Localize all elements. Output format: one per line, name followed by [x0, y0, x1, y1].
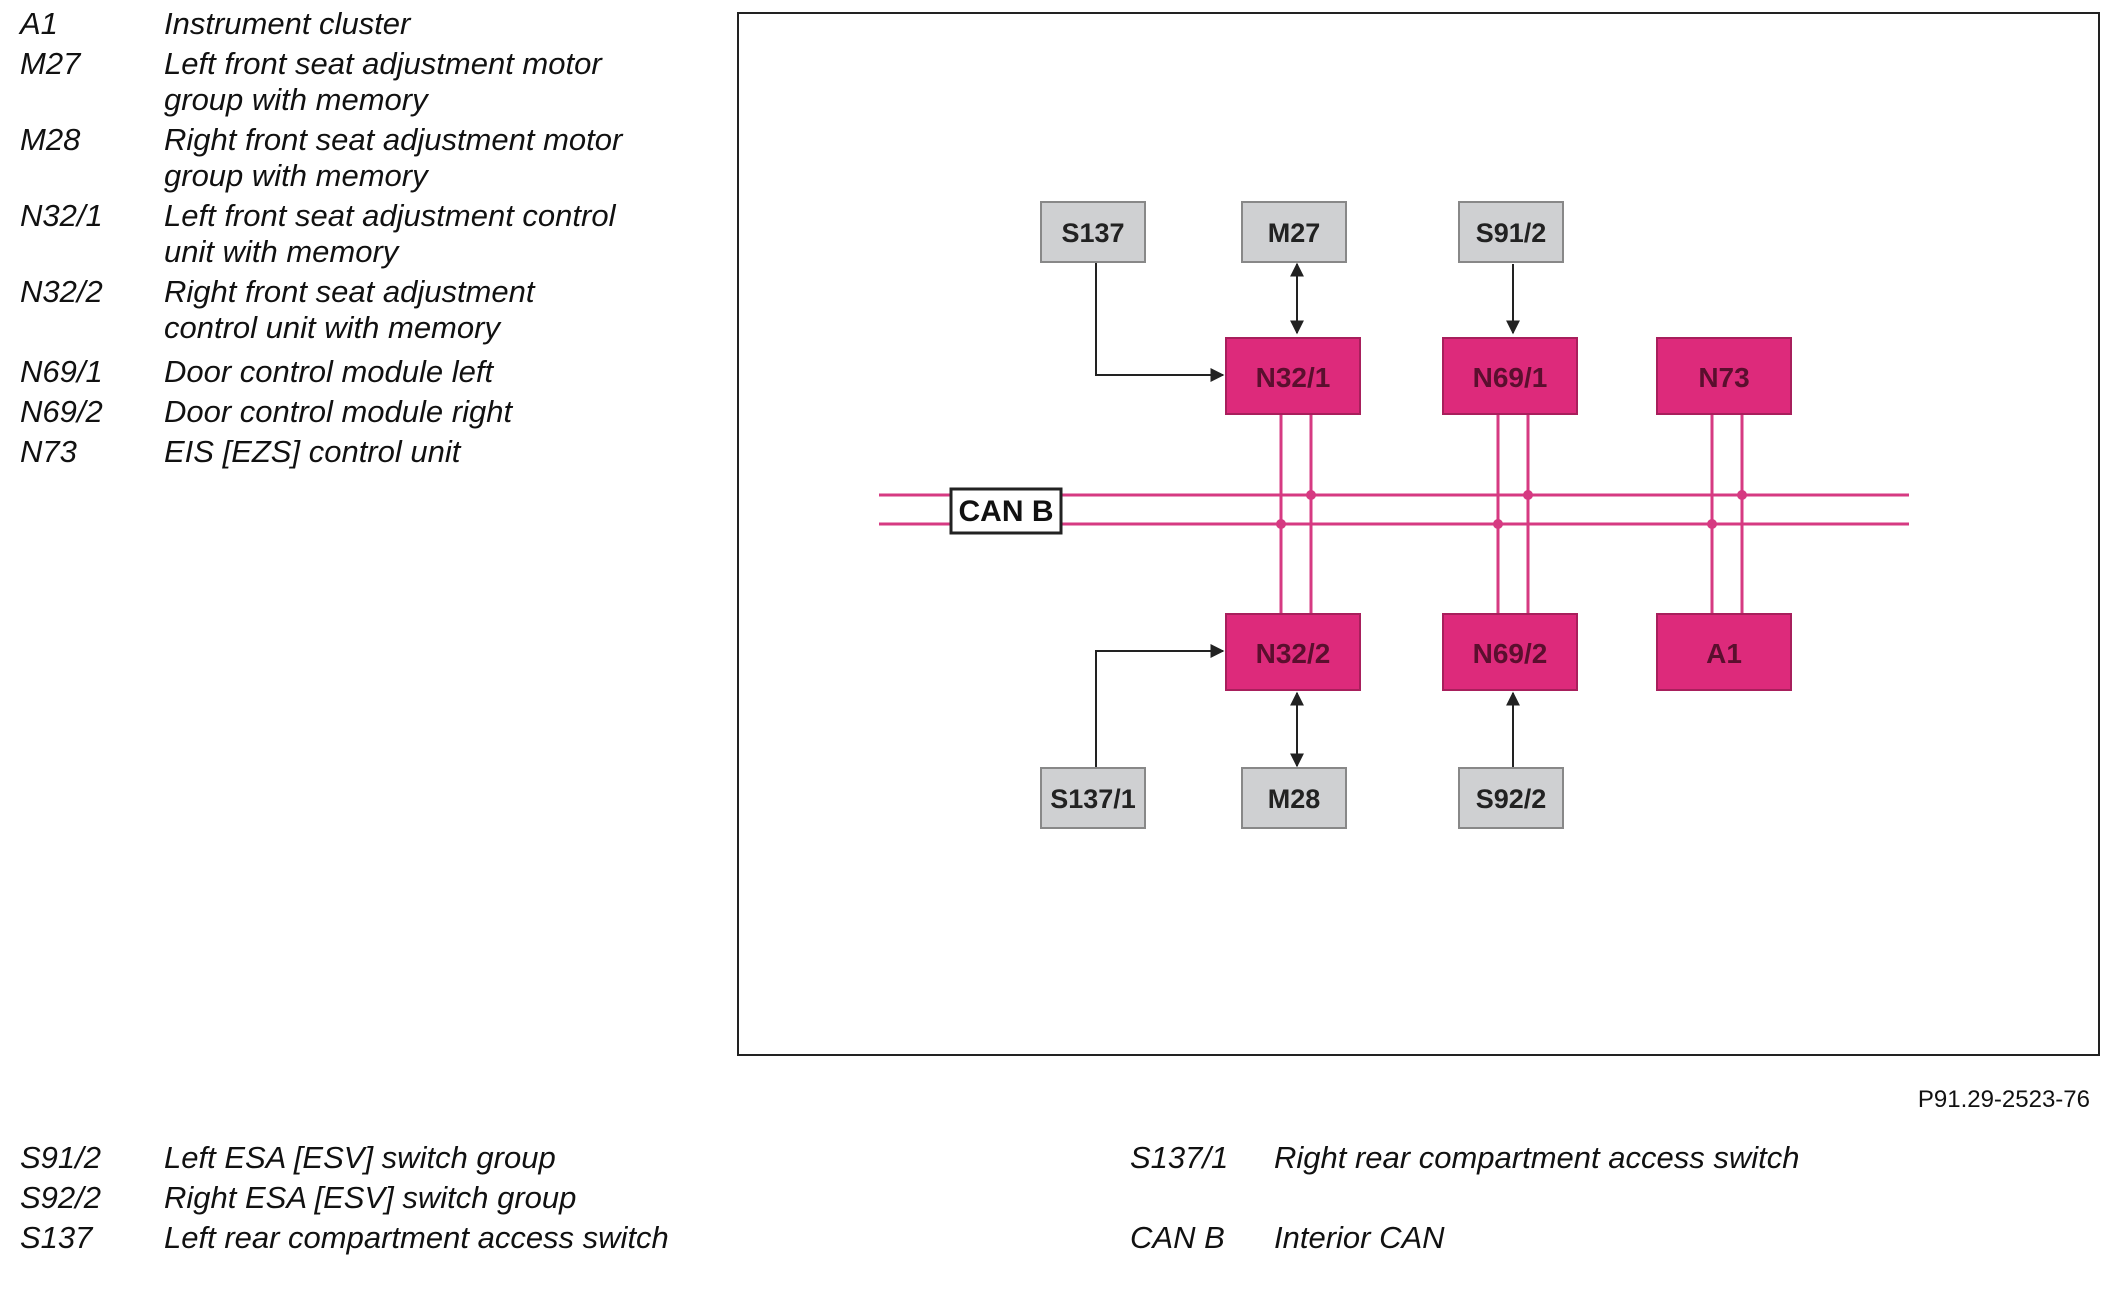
legend-description: Left front seat adjustment motor	[164, 46, 602, 81]
legend-code: N32/2	[20, 274, 103, 309]
diagram-frame: CAN B S137 M27 S91/2 S137/1	[737, 12, 2100, 1056]
can-b-label-box	[949, 487, 1063, 535]
svg-text:M28: M28	[1268, 784, 1321, 814]
legend-code: N69/2	[20, 394, 103, 429]
legend-description: Instrument cluster	[164, 6, 411, 41]
s137-1-to-n32-2-arrow	[1095, 644, 1225, 768]
control-unit-n32-1: N32/1	[1225, 337, 1361, 415]
legend-bottom-right: S137/1 Right rear compartment access swit…	[1130, 1140, 2090, 1260]
legend-code: S92/2	[20, 1180, 102, 1215]
legend-description: Left front seat adjustment control	[164, 198, 616, 233]
control-unit-n32-2: N32/2	[1225, 613, 1361, 691]
peripheral-s92-2: S92/2	[1458, 767, 1564, 829]
svg-text:N69/1: N69/1	[1473, 362, 1548, 393]
control-unit-a1: A1	[1656, 613, 1792, 691]
legend-description: Door control module left	[164, 354, 494, 389]
s137-to-n32-1-arrow	[1095, 262, 1225, 382]
peripheral-s137-1: S137/1	[1040, 767, 1146, 829]
legend-description: Left ESA [ESV] switch group	[164, 1140, 556, 1175]
svg-text:N69/2: N69/2	[1473, 638, 1548, 669]
bus-drops	[1279, 414, 1744, 624]
control-unit-n69-1: N69/1	[1442, 337, 1578, 415]
legend-description: EIS [EZS] control unit	[164, 434, 461, 469]
svg-text:S137: S137	[1061, 218, 1124, 248]
legend-code: N32/1	[20, 198, 103, 233]
legend-description: Left rear compartment access switch	[164, 1220, 669, 1255]
legend-description: unit with memory	[164, 234, 399, 269]
legend-code: A1	[20, 6, 58, 41]
legend-code: M27	[20, 46, 81, 81]
legend-code: N73	[20, 434, 77, 469]
svg-text:M27: M27	[1268, 218, 1321, 248]
svg-text:N32/1: N32/1	[1256, 362, 1331, 393]
legend-description: Door control module right	[164, 394, 513, 429]
svg-text:S91/2: S91/2	[1476, 218, 1547, 248]
legend-description: Right ESA [ESV] switch group	[164, 1180, 577, 1215]
legend-description: control unit with memory	[164, 310, 500, 345]
svg-text:A1: A1	[1706, 638, 1742, 669]
svg-text:S92/2: S92/2	[1476, 784, 1547, 814]
connections	[1095, 262, 1520, 768]
svg-text:S137/1: S137/1	[1050, 784, 1136, 814]
peripheral-m27: M27	[1241, 201, 1347, 263]
svg-text:N32/2: N32/2	[1256, 638, 1331, 669]
figure-id: P91.29-2523-76	[1917, 1086, 2090, 1113]
legend-code: N69/1	[20, 354, 103, 389]
legend-code: S137	[20, 1220, 93, 1255]
legend-description: Right rear compartment access switch	[1274, 1140, 1800, 1175]
legend-description: Right front seat adjustment motor	[164, 122, 623, 157]
legend-code: CAN B	[1130, 1220, 1225, 1255]
bus-junctions	[1276, 490, 1747, 529]
legend-description: Right front seat adjustment	[164, 274, 535, 309]
can-bus-diagram: CAN B S137 M27 S91/2 S137/1	[879, 201, 1909, 829]
legend-code: S91/2	[20, 1140, 102, 1175]
peripheral-s91-2: S91/2	[1458, 201, 1564, 263]
control-unit-n69-2: N69/2	[1442, 613, 1578, 691]
svg-text:N73: N73	[1698, 362, 1749, 393]
legend-description: group with memory	[164, 82, 428, 117]
control-unit-n73: N73	[1656, 337, 1792, 415]
peripheral-m28: M28	[1241, 767, 1347, 829]
legend-description: Interior CAN	[1274, 1220, 1445, 1255]
legend-description: group with memory	[164, 158, 428, 193]
can-b-label: CAN B	[959, 495, 1054, 528]
legend-code: M28	[20, 122, 81, 157]
legend-code: S137/1	[1130, 1140, 1229, 1175]
peripheral-s137: S137	[1040, 201, 1146, 263]
